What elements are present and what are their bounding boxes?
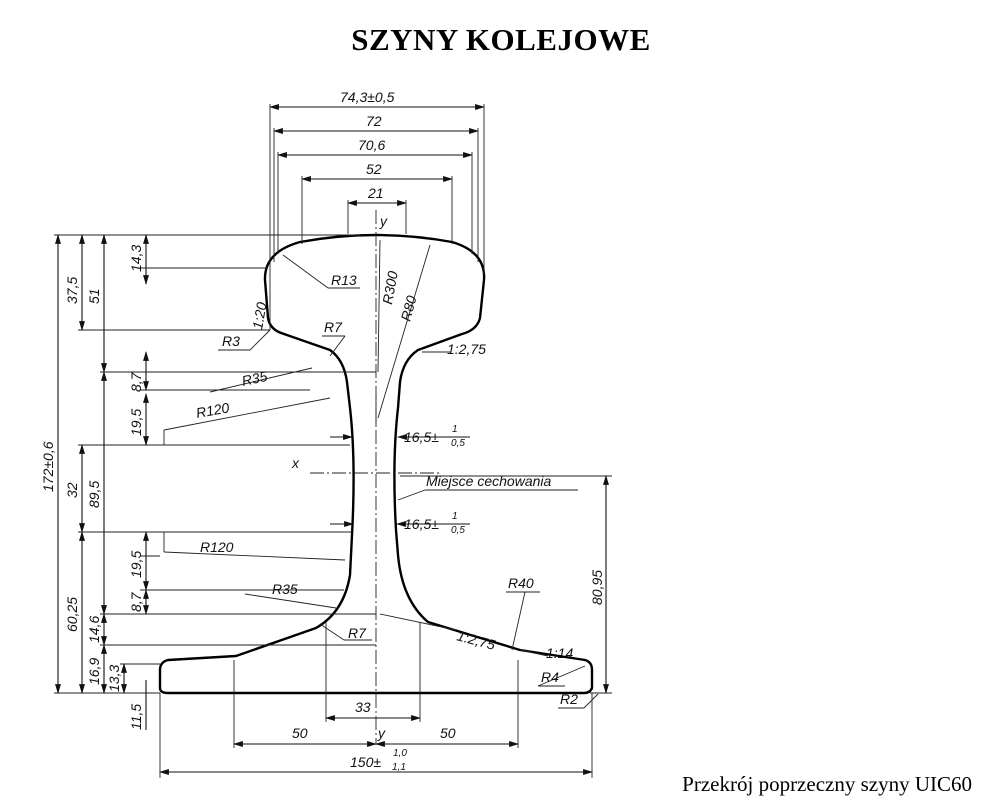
r35-bottom-label: R35 — [272, 581, 298, 597]
r4-leader — [537, 665, 586, 687]
r7-top-label: R7 — [324, 319, 343, 335]
dim-89-5: 89,5 — [86, 481, 102, 508]
slope-1-14: 1:14 — [546, 645, 573, 661]
r40-leader — [511, 591, 526, 651]
dim-14-6: 14,6 — [86, 616, 102, 643]
r3-leader — [249, 329, 271, 351]
dim-16-9: 16,9 — [86, 658, 102, 685]
web-thickness-bottom: 16,5± — [404, 516, 439, 532]
marking-place-label: Miejsce cechowania — [426, 473, 551, 489]
r13-label: R13 — [331, 272, 357, 288]
dim-70-6: 70,6 — [358, 137, 385, 153]
dim-33: 33 — [355, 699, 371, 715]
web-thickness-bottom-sub: 0,5 — [451, 525, 465, 536]
figure-caption: Przekrój poprzeczny szyny UIC60 — [682, 772, 972, 796]
r35-bottom-leader — [244, 593, 337, 609]
r7-top-leader — [329, 335, 346, 357]
dim-8-7-top: 8,7 — [128, 371, 144, 392]
rail-profile-outline — [158, 233, 594, 695]
r2-leader — [583, 693, 599, 709]
dim-72: 72 — [366, 113, 382, 129]
slope-bottom-leader — [379, 613, 457, 631]
dim-11-5: 11,5 — [128, 704, 144, 730]
r3-label: R3 — [222, 333, 240, 349]
dim-50-right: 50 — [440, 725, 456, 741]
bottom-width-dimensions: 33 50 50 150± 1,0 1,1 — [159, 622, 593, 778]
dim-150: 150± — [350, 754, 381, 770]
dim-37-5: 37,5 — [64, 277, 80, 304]
r40-label: R40 — [508, 575, 534, 591]
r80-label: R80 — [397, 294, 419, 323]
radii-annotations: R13 R300 R80 1:20 R3 R7 R35 R120 1:2,75 … — [195, 239, 599, 709]
r2-label: R2 — [560, 691, 578, 707]
dim-14-3: 14,3 — [128, 245, 144, 272]
y-axis-label-top: y — [379, 213, 388, 229]
dim-32: 32 — [64, 482, 80, 498]
y-axis-label-bottom: y — [377, 725, 386, 741]
web-thickness-top-sup: 1 — [452, 424, 458, 435]
r80-leader — [377, 244, 431, 419]
r4-label: R4 — [541, 669, 559, 685]
r120-bottom-leader — [163, 551, 346, 561]
r300-leader — [377, 239, 381, 373]
x-axis-label: x — [291, 455, 300, 471]
r120-top-label: R120 — [195, 399, 231, 421]
r7-bottom-leader — [319, 623, 345, 641]
r7-bottom-label: R7 — [348, 625, 367, 641]
dim-52: 52 — [366, 161, 382, 177]
dim-150-sup: 1,0 — [393, 748, 407, 759]
dim-13-3: 13,3 — [106, 665, 122, 692]
dim-74-3: 74,3±0,5 — [340, 89, 395, 105]
r120-top-leader — [163, 397, 331, 431]
slope-1-20: 1:20 — [249, 301, 270, 331]
slope-1-2-75-bottom: 1:2,75 — [455, 627, 497, 653]
top-width-dimensions: 74,3±0,5 72 70,6 52 21 — [269, 89, 485, 330]
dim-60-25: 60,25 — [64, 597, 80, 632]
dim-50-left: 50 — [292, 725, 308, 741]
dim-80-95: 80,95 — [589, 570, 605, 605]
page-title: SZYNY KOLEJOWE — [351, 22, 651, 57]
dim-19-5-bottom: 19,5 — [128, 551, 144, 578]
r35-top-leader — [209, 367, 313, 393]
dim-21: 21 — [367, 185, 384, 201]
dim-19-5-top: 19,5 — [128, 409, 144, 436]
dim-51: 51 — [86, 288, 102, 304]
web-thickness-top-sub: 0,5 — [451, 438, 465, 449]
dim-172: 172±0,6 — [40, 441, 56, 492]
r13-leader — [282, 254, 329, 289]
dim-8-7-bottom: 8,7 — [128, 591, 144, 612]
right-dimensions: 80,95 16,5± 1 0,5 16,5± 1 0,5 Miejsce ce… — [330, 424, 612, 694]
r35-top-label: R35 — [240, 368, 269, 389]
web-thickness-top: 16,5± — [404, 429, 439, 445]
slope-1-14-leader — [519, 649, 549, 657]
dim-150-sub: 1,1 — [392, 762, 406, 773]
r120-bottom-label: R120 — [200, 539, 234, 555]
marking-leader — [397, 489, 426, 501]
r300-label: R300 — [379, 270, 401, 306]
slope-1-2-75-top: 1:2,75 — [447, 341, 486, 357]
left-height-dimensions: 14,3 37,5 51 172±0,6 8,7 19,5 32 89,5 19… — [40, 234, 376, 730]
web-thickness-bottom-sup: 1 — [452, 511, 458, 522]
